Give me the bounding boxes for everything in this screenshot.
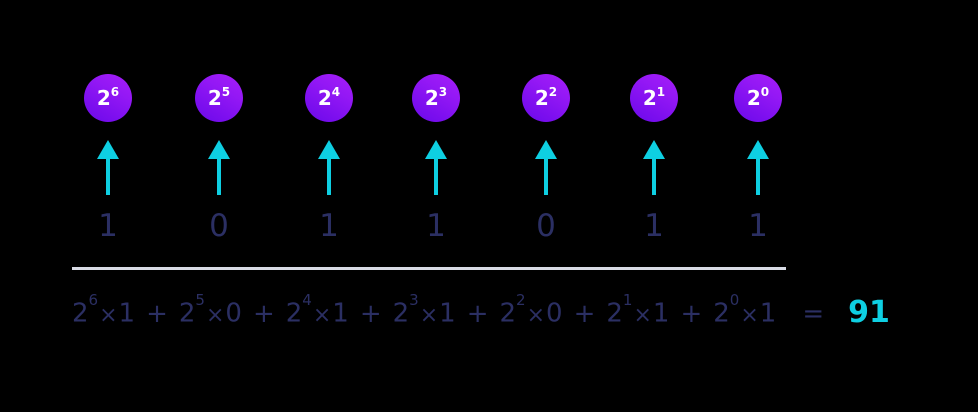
equation-term-base: 2 <box>713 298 730 329</box>
power-exponent: 3 <box>438 85 448 99</box>
equation-term-digit: 0 <box>546 298 563 329</box>
multiplication-sign: × <box>99 302 118 328</box>
plus-sign: + <box>680 298 703 329</box>
binary-digit: 1 <box>644 208 664 244</box>
up-arrow-icon <box>208 140 230 195</box>
plus-sign: + <box>359 298 382 329</box>
arrow-shaft <box>327 157 331 195</box>
arrow-shaft <box>652 157 656 195</box>
binary-digit: 1 <box>98 208 118 244</box>
equation-term: 21×1 <box>606 289 669 334</box>
equation-term-exponent: 0 <box>729 291 740 309</box>
arrow-head <box>643 140 665 159</box>
equation-term-digit: 1 <box>759 298 777 329</box>
equation-term-exponent: 5 <box>195 291 205 309</box>
power-base: 2 <box>534 86 549 110</box>
equation-term: 22×0 <box>500 289 563 334</box>
power-base: 2 <box>746 86 761 110</box>
arrow-head <box>425 140 447 159</box>
equation-term-base: 2 <box>178 298 196 329</box>
equation-term: 25×0 <box>179 289 242 334</box>
multiplication-sign: × <box>633 302 652 328</box>
equation-term-digit: 1 <box>652 298 670 329</box>
equation-term-exponent: 4 <box>302 291 312 309</box>
equation-term-base: 2 <box>285 298 303 329</box>
equation-term-base: 2 <box>499 298 517 329</box>
equation-term-exponent: 2 <box>516 291 526 309</box>
equation-term-digit: 1 <box>332 298 349 329</box>
arrow-head <box>97 140 119 159</box>
binary-digit-row: 1 0 1 1 0 1 1 <box>52 206 812 250</box>
power-base: 2 <box>642 86 657 110</box>
arrow-shaft <box>106 157 110 195</box>
binary-digit: 1 <box>748 208 768 244</box>
binary-digit: 0 <box>209 208 229 244</box>
power-base: 2 <box>207 86 222 110</box>
arrow-shaft <box>434 157 438 195</box>
equation-term-exponent: 3 <box>409 291 419 309</box>
arrow-shaft <box>756 157 760 195</box>
arrow-shaft <box>217 157 221 195</box>
binary-digit: 1 <box>426 208 446 244</box>
multiplication-sign: × <box>205 302 225 328</box>
multiplication-sign: × <box>312 302 332 328</box>
plus-sign: + <box>466 298 489 329</box>
equation-term: 24×1 <box>286 289 349 334</box>
up-arrow-icon <box>747 140 769 195</box>
equation-term: 23×1 <box>393 289 456 334</box>
equation-term-base: 2 <box>72 298 89 329</box>
power-base: 2 <box>424 86 439 110</box>
up-arrow-icon <box>535 140 557 195</box>
arrow-head <box>208 140 230 159</box>
equation-term: 26×1 <box>72 289 135 334</box>
equation-term-base: 2 <box>606 298 623 329</box>
power-exponent: 6 <box>110 85 120 99</box>
equation-term-exponent: 1 <box>622 291 633 309</box>
arrow-head <box>318 140 340 159</box>
expansion-equation: 26×1+25×0+24×1+23×1+22×0+21×1+20×1=91 <box>72 289 890 330</box>
arrow-head <box>535 140 557 159</box>
arrow-head <box>747 140 769 159</box>
power-exponent: 0 <box>760 85 770 99</box>
power-base: 2 <box>96 86 111 110</box>
power-exponent: 4 <box>331 85 341 99</box>
equals-sign: = <box>802 298 825 329</box>
equation-term-digit: 0 <box>225 298 242 329</box>
decimal-result: 91 <box>848 294 890 330</box>
power-exponent: 5 <box>221 85 231 99</box>
multiplication-sign: × <box>526 302 546 328</box>
up-arrow-icon <box>318 140 340 195</box>
binary-digit: 0 <box>536 208 556 244</box>
equation-term-digit: 1 <box>439 298 456 329</box>
arrow-shaft <box>544 157 548 195</box>
equation-term-exponent: 6 <box>88 291 99 309</box>
arrow-row <box>52 140 812 196</box>
equation-term-digit: 1 <box>118 298 136 329</box>
multiplication-sign: × <box>740 302 759 328</box>
plus-sign: + <box>573 298 596 329</box>
up-arrow-icon <box>643 140 665 195</box>
horizontal-divider <box>72 267 786 270</box>
plus-sign: + <box>252 298 275 329</box>
equation-term-base: 2 <box>392 298 410 329</box>
up-arrow-icon <box>425 140 447 195</box>
power-base: 2 <box>317 86 332 110</box>
power-exponent: 2 <box>548 85 558 99</box>
power-exponent: 1 <box>656 85 666 99</box>
equation-term: 20×1 <box>713 289 776 334</box>
plus-sign: + <box>146 298 168 329</box>
multiplication-sign: × <box>419 302 439 328</box>
up-arrow-icon <box>97 140 119 195</box>
binary-digit: 1 <box>319 208 339 244</box>
